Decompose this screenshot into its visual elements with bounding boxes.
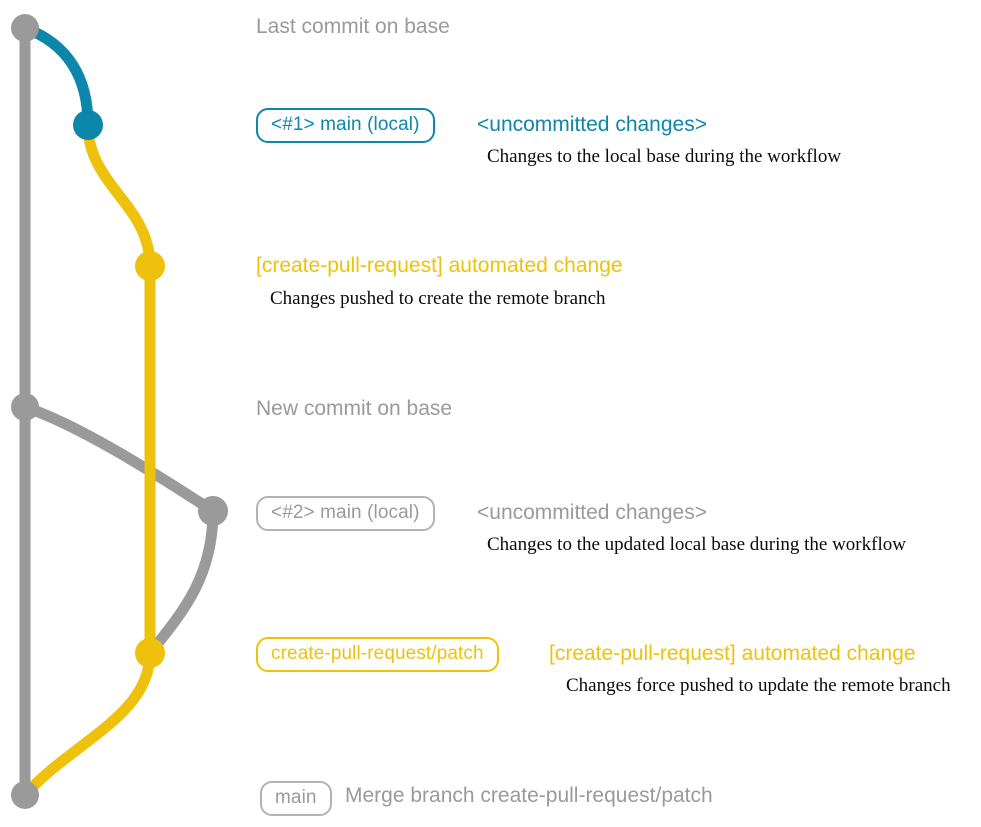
branch-label-patch[interactable]: create-pull-request/patch: [256, 637, 504, 672]
branch-label-patch-text: create-pull-request/patch: [271, 643, 484, 664]
branch-label-main-text: main: [275, 787, 317, 808]
commit-subject-local-1: <uncommitted changes>: [477, 113, 707, 136]
commit-subject-new-commit-on-base: New commit on base: [256, 397, 453, 420]
commit-subject-last-commit-on-base: Last commit on base: [256, 15, 450, 38]
commit-dot-new-commit-on-base[interactable]: [11, 393, 39, 421]
branch-label-local-2[interactable]: <#2> main (local): [256, 496, 439, 531]
local-branch-blue-path: [19, 22, 94, 131]
branch-label-local-1-text: <#1> main (local): [271, 114, 420, 135]
base-to-merge-source-path: [19, 401, 219, 517]
commit-note-automated-change-1: Changes pushed to create the remote bran…: [270, 288, 606, 309]
commit-dot-local-1[interactable]: [73, 110, 103, 140]
patch-to-base-merge-path: [19, 647, 156, 801]
commit-subject-local-2: <uncommitted changes>: [477, 501, 707, 524]
merge-source-to-patch-path: [144, 505, 219, 659]
commit-dot-last-commit-on-base[interactable]: [11, 14, 39, 42]
commit-dot-local-2[interactable]: [198, 496, 228, 526]
commit-dot-merge[interactable]: [11, 781, 39, 809]
branch-label-local-1[interactable]: <#1> main (local): [256, 108, 439, 143]
commit-subject-automated-change-1: [create-pull-request] automated change: [256, 254, 623, 277]
branch-label-local-2-text: <#2> main (local): [271, 502, 420, 523]
commit-note-automated-change-2: Changes force pushed to update the remot…: [566, 675, 951, 696]
commit-note-local-2: Changes to the updated local base during…: [487, 534, 906, 555]
branch-label-main[interactable]: main: [260, 781, 337, 816]
commit-dot-automated-change-2[interactable]: [135, 638, 165, 668]
patch-branch-gold-upper-path: [82, 119, 156, 272]
commit-subject-automated-change-2: [create-pull-request] automated change: [549, 642, 916, 665]
commit-dot-automated-change-1[interactable]: [135, 251, 165, 281]
commit-subject-merge: Merge branch create-pull-request/patch: [345, 784, 713, 807]
commit-note-local-1: Changes to the local base during the wor…: [487, 146, 842, 167]
